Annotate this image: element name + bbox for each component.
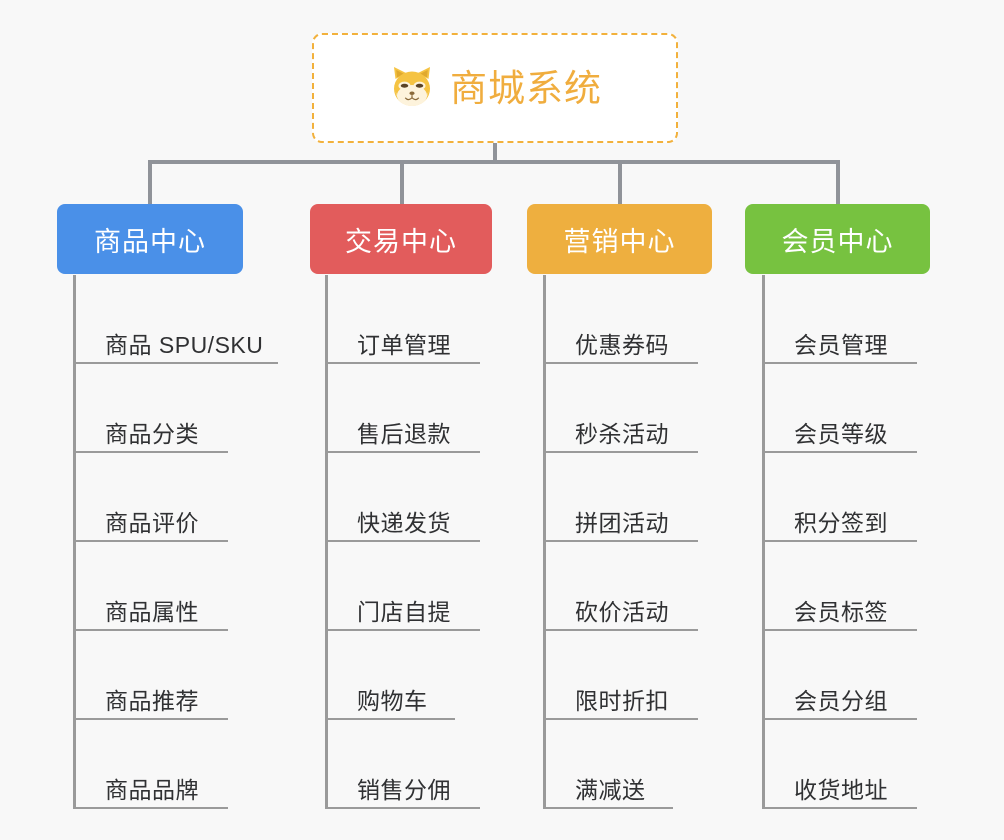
- branch-column-交易中心: 订单管理 售后退款 快递发货 门店自提 购物车 销售分佣: [325, 275, 480, 809]
- connector-drop-1: [148, 160, 152, 204]
- leaf-label: 购物车: [357, 687, 428, 714]
- leaf-item[interactable]: 会员标签: [762, 542, 917, 631]
- leaf-item[interactable]: 门店自提: [325, 542, 480, 631]
- leaf-item[interactable]: 满减送: [543, 720, 673, 809]
- leaf-item[interactable]: 销售分佣: [325, 720, 480, 809]
- leaf-label: 限时折扣: [575, 687, 669, 714]
- leaf-label: 积分签到: [794, 509, 888, 536]
- branch-column-营销中心: 优惠券码 秒杀活动 拼团活动 砍价活动 限时折扣 满减送: [543, 275, 698, 809]
- category-box-交易中心[interactable]: 交易中心: [310, 204, 492, 274]
- root-node[interactable]: 商城系统: [312, 33, 678, 143]
- leaf-label: 商品品牌: [105, 776, 199, 803]
- leaf-label: 商品评价: [105, 509, 199, 536]
- leaf-label: 砍价活动: [575, 598, 669, 625]
- leaf-label: 会员管理: [794, 331, 888, 358]
- leaf-item[interactable]: 积分签到: [762, 453, 917, 542]
- leaf-label: 会员标签: [794, 598, 888, 625]
- leaf-label: 商品分类: [105, 420, 199, 447]
- leaf-item[interactable]: 商品属性: [73, 542, 228, 631]
- leaf-label: 商品 SPU/SKU: [105, 331, 264, 358]
- leaf-label: 收货地址: [794, 776, 888, 803]
- leaf-item[interactable]: 售后退款: [325, 364, 480, 453]
- leaf-label: 售后退款: [357, 420, 451, 447]
- leaf-label: 拼团活动: [575, 509, 669, 536]
- leaf-item[interactable]: 商品 SPU/SKU: [73, 275, 278, 364]
- branch-spine: [325, 275, 328, 809]
- leaf-label: 满减送: [575, 776, 646, 803]
- branch-spine: [762, 275, 765, 809]
- shiba-dog-face-icon: [388, 64, 436, 112]
- branch-spine: [543, 275, 546, 809]
- leaf-item[interactable]: 限时折扣: [543, 631, 698, 720]
- connector-root-stem: [493, 143, 497, 164]
- leaf-label: 优惠券码: [575, 331, 669, 358]
- leaf-label: 商品推荐: [105, 687, 199, 714]
- connector-drop-3: [618, 160, 622, 204]
- leaf-item[interactable]: 商品品牌: [73, 720, 228, 809]
- leaf-item[interactable]: 快递发货: [325, 453, 480, 542]
- connector-horizontal-bus: [150, 160, 838, 164]
- leaf-item[interactable]: 会员等级: [762, 364, 917, 453]
- connector-drop-2: [400, 160, 404, 204]
- leaf-item[interactable]: 商品评价: [73, 453, 228, 542]
- category-box-营销中心[interactable]: 营销中心: [527, 204, 712, 274]
- root-title: 商城系统: [450, 67, 602, 109]
- leaf-item[interactable]: 购物车: [325, 631, 455, 720]
- leaf-label: 会员等级: [794, 420, 888, 447]
- branch-column-会员中心: 会员管理 会员等级 积分签到 会员标签 会员分组 收货地址: [762, 275, 917, 809]
- leaf-label: 门店自提: [357, 598, 451, 625]
- leaf-item[interactable]: 会员分组: [762, 631, 917, 720]
- category-label: 营销中心: [563, 226, 676, 257]
- leaf-item[interactable]: 优惠券码: [543, 275, 698, 364]
- leaf-item[interactable]: 收货地址: [762, 720, 917, 809]
- leaf-item[interactable]: 商品推荐: [73, 631, 228, 720]
- category-label: 交易中心: [345, 226, 457, 257]
- leaf-label: 会员分组: [794, 687, 888, 714]
- leaf-item[interactable]: 订单管理: [325, 275, 480, 364]
- leaf-item[interactable]: 砍价活动: [543, 542, 698, 631]
- category-label: 会员中心: [781, 226, 894, 257]
- category-label: 商品中心: [94, 226, 206, 257]
- leaf-label: 销售分佣: [357, 776, 451, 803]
- leaf-label: 商品属性: [105, 598, 199, 625]
- leaf-label: 快递发货: [357, 509, 451, 536]
- category-box-商品中心[interactable]: 商品中心: [57, 204, 243, 274]
- branch-column-商品中心: 商品 SPU/SKU 商品分类 商品评价 商品属性 商品推荐 商品品牌: [73, 275, 278, 809]
- leaf-item[interactable]: 商品分类: [73, 364, 228, 453]
- connector-drop-4: [836, 160, 840, 204]
- category-box-会员中心[interactable]: 会员中心: [745, 204, 930, 274]
- leaf-item[interactable]: 拼团活动: [543, 453, 698, 542]
- leaf-item[interactable]: 会员管理: [762, 275, 917, 364]
- leaf-label: 订单管理: [357, 331, 451, 358]
- leaf-label: 秒杀活动: [575, 420, 669, 447]
- branch-spine: [73, 275, 76, 809]
- leaf-item[interactable]: 秒杀活动: [543, 364, 698, 453]
